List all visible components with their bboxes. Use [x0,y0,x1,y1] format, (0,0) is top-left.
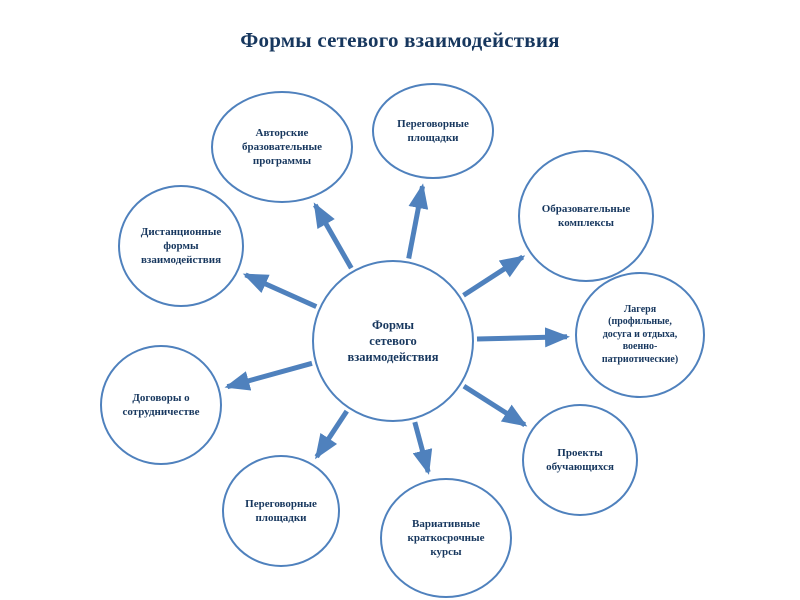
node-short-courses: Вариативные краткосрочные курсы [380,478,512,598]
node-label: Переговорные площадки [397,117,469,144]
node-cooperation-agreements: Договоры о сотрудничестве [100,345,222,465]
node-label: Авторские бразовательные программы [242,126,322,168]
node-student-projects: Проекты обучающихся [522,404,638,516]
node-distance-forms: Дистанционные формы взаимодействия [118,185,244,307]
node-negotiation-platforms-top: Переговорные площадки [372,83,494,179]
node-negotiation-platforms-bottom: Переговорные площадки [222,455,340,567]
node-label: Дистанционные формы взаимодействия [140,225,222,267]
node-camps: Лагеря (профильные, досуга и отдыха, вое… [575,272,705,398]
node-label: Вариативные краткосрочные курсы [407,517,485,559]
node-label: Образовательные комплексы [541,202,631,229]
node-educational-complexes: Образовательные комплексы [518,150,654,282]
node-label: Переговорные площадки [245,497,317,524]
center-node: Формы сетевого взаимодействия [312,260,474,422]
diagram-title: Формы сетевого взаимодействия [240,28,560,52]
node-label: Проекты обучающихся [546,446,614,473]
node-label: Договоры о сотрудничестве [122,391,200,418]
center-node-label: Формы сетевого взаимодействия [347,317,439,365]
node-label: Лагеря (профильные, досуга и отдыха, вое… [601,303,679,365]
node-authors-programs: Авторские бразовательные программы [211,91,353,203]
